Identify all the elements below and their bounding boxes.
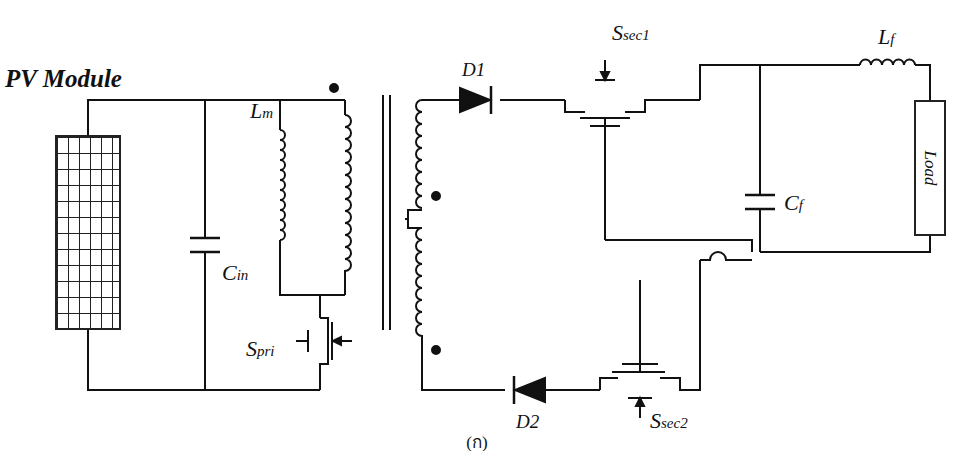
diode-symbol bbox=[460, 88, 490, 112]
load-label: Load bbox=[920, 151, 940, 186]
figure-caption: (ก) bbox=[0, 428, 954, 451]
wire bbox=[280, 100, 345, 318]
module-heading: PV Module bbox=[5, 65, 122, 93]
coil-winding bbox=[416, 100, 422, 208]
mosfet-symbol bbox=[565, 60, 700, 240]
component-label: Lf bbox=[878, 26, 894, 48]
component-label: Spri bbox=[246, 338, 275, 360]
load-box: Load bbox=[914, 100, 946, 236]
diode-symbol bbox=[515, 378, 545, 402]
component-label: Cf bbox=[784, 192, 803, 214]
coil-winding bbox=[345, 115, 351, 271]
diode-symbol bbox=[490, 86, 493, 114]
wire bbox=[405, 218, 408, 220]
diode-symbol bbox=[513, 376, 516, 404]
wire bbox=[408, 100, 600, 390]
mosfet-symbol bbox=[600, 260, 700, 418]
capacitor-symbol bbox=[190, 238, 220, 252]
component-label: D1 bbox=[462, 60, 485, 79]
component-label: Ssec1 bbox=[612, 22, 650, 44]
dot bbox=[432, 192, 440, 200]
inductor-windings bbox=[280, 60, 915, 337]
wire bbox=[700, 65, 930, 252]
mosfet-symbol bbox=[296, 318, 352, 390]
dot bbox=[432, 346, 440, 354]
pv-module: PV Module bbox=[55, 135, 121, 330]
component-label: Ssec2 bbox=[650, 410, 688, 432]
component-label: Lm bbox=[250, 100, 273, 122]
transformer-core bbox=[383, 95, 390, 330]
wire bbox=[88, 100, 345, 390]
mosfet-arrow bbox=[601, 72, 609, 80]
capacitor-symbol bbox=[745, 195, 775, 209]
mosfet-arrow bbox=[333, 337, 341, 345]
coil-winding bbox=[416, 228, 422, 336]
dot bbox=[330, 84, 338, 92]
caption-text: (ก) bbox=[466, 433, 487, 451]
mosfet-arrow bbox=[636, 398, 644, 406]
coil-winding bbox=[280, 130, 285, 240]
component-label: D2 bbox=[516, 412, 539, 431]
wire bbox=[605, 240, 752, 260]
component-label: Cin bbox=[222, 262, 248, 284]
coil-winding bbox=[860, 60, 915, 66]
